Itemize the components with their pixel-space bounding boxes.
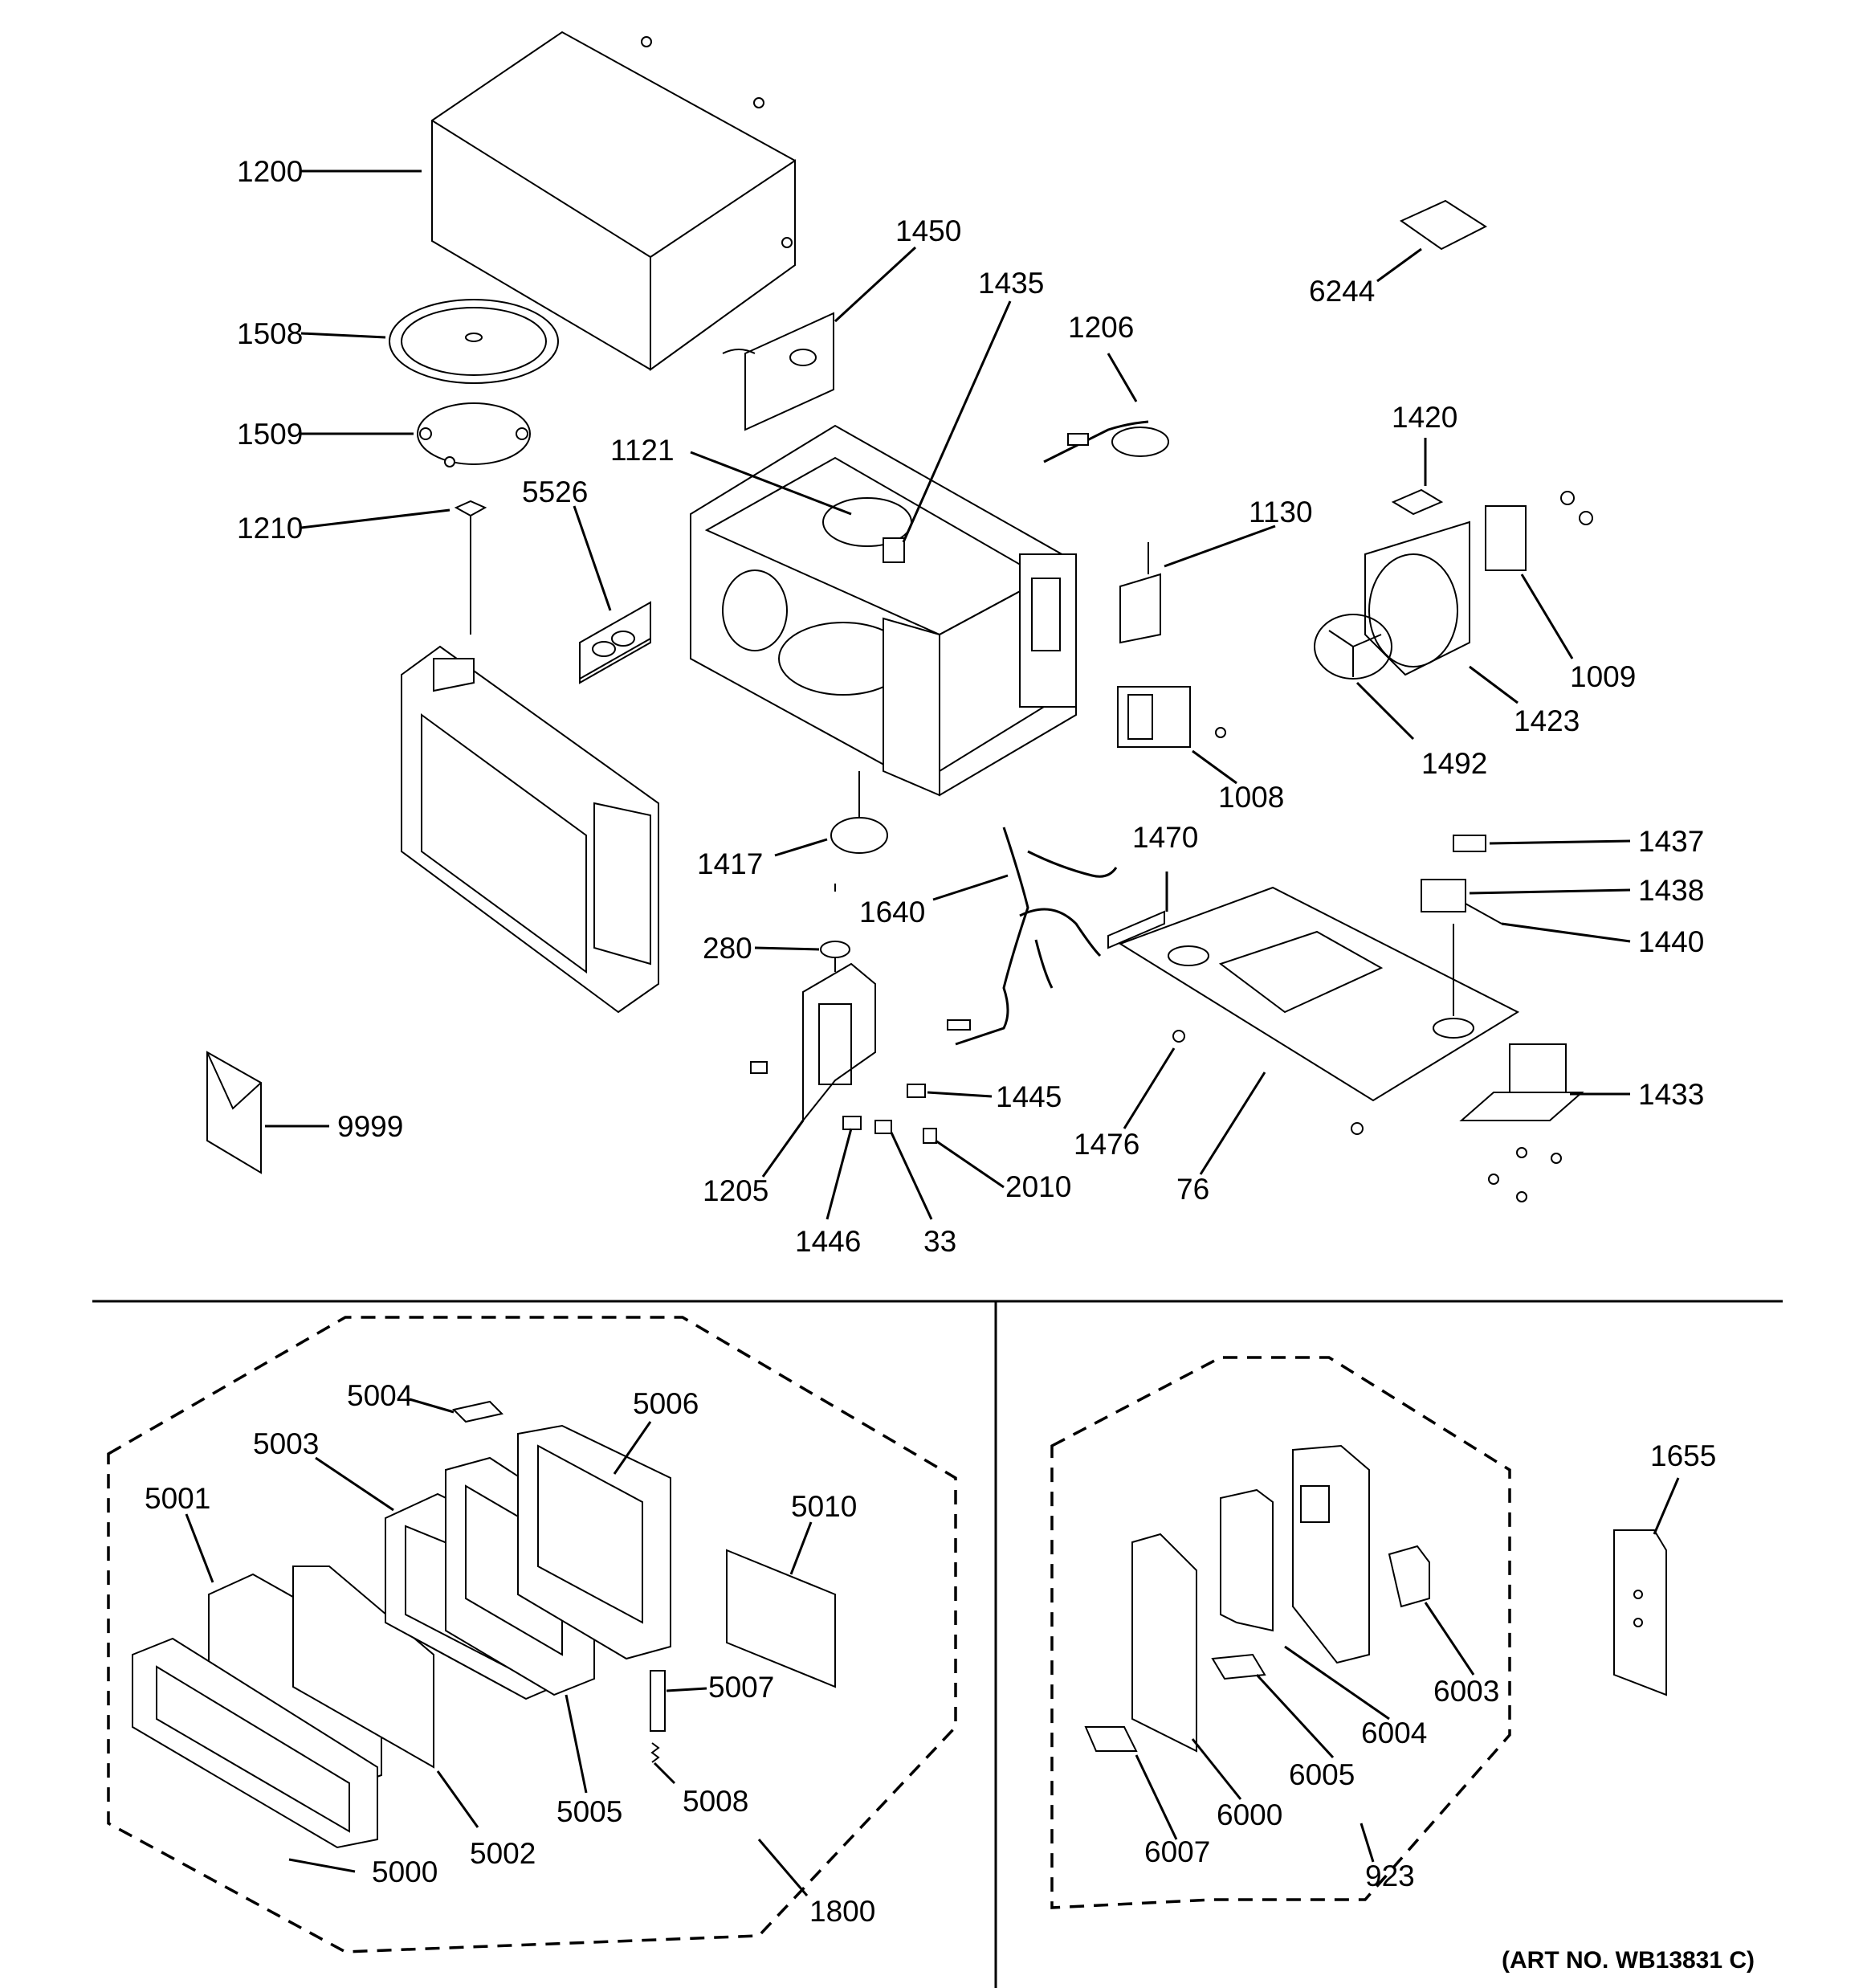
callout-1437: 1437	[1638, 825, 1704, 858]
door-screen-5002	[292, 1565, 434, 1769]
fan-blade	[1314, 614, 1392, 680]
badge-6007	[1084, 1726, 1138, 1752]
callout-5004: 5004	[347, 1379, 413, 1412]
callout-5000: 5000	[372, 1855, 438, 1888]
thermostat	[1391, 488, 1444, 516]
waveguide-cover	[579, 601, 651, 684]
callout-1420: 1420	[1392, 401, 1457, 434]
glass-tray	[389, 299, 559, 384]
latch-5007	[650, 1670, 666, 1732]
art-number: (ART NO. WB13831 C)	[1502, 1947, 1755, 1974]
keypad-6004	[1220, 1488, 1274, 1632]
latch-button	[820, 941, 850, 972]
door-assembly	[401, 645, 659, 1014]
callout-923: 923	[1365, 1859, 1415, 1892]
callout-5010: 5010	[791, 1490, 857, 1523]
lamp-socket	[883, 537, 905, 563]
bracket-6003	[1388, 1545, 1430, 1608]
turntable-motor	[830, 771, 888, 892]
callout-1446: 1446	[795, 1225, 861, 1258]
knob-6005	[1211, 1653, 1266, 1680]
callout-1470: 1470	[1132, 821, 1198, 854]
callout-5005: 5005	[556, 1795, 622, 1828]
callout-1640: 1640	[859, 896, 925, 929]
callout-1438: 1438	[1638, 874, 1704, 907]
callout-2010: 2010	[1005, 1170, 1071, 1203]
control-board-6005	[1292, 1444, 1370, 1664]
callout-1800: 1800	[809, 1895, 875, 1928]
callout-6005: 6005	[1289, 1758, 1355, 1791]
callout-1435: 1435	[978, 267, 1044, 300]
capacitor-group	[1421, 835, 1502, 1016]
callout-1200: 1200	[237, 155, 303, 188]
callout-6003: 6003	[1433, 1675, 1499, 1708]
power-cord	[1043, 420, 1169, 463]
callout-280: 280	[703, 932, 752, 965]
literature-envelope	[206, 1051, 262, 1174]
callout-1450: 1450	[895, 214, 961, 247]
callout-1492: 1492	[1421, 747, 1487, 780]
fan-duct	[1364, 520, 1470, 676]
callout-1009: 1009	[1570, 660, 1636, 693]
callout-5006: 5006	[633, 1387, 699, 1420]
callout-1445: 1445	[996, 1080, 1062, 1113]
callout-5526: 5526	[522, 476, 588, 508]
screws	[1488, 1147, 1562, 1202]
film-5010	[726, 1549, 836, 1688]
callout-labels: 1200 1508 1509 1210 5526 1121 1450 1435 …	[145, 155, 1755, 1974]
callout-5008: 5008	[683, 1785, 748, 1818]
callout-6000: 6000	[1217, 1798, 1282, 1831]
callout-1423: 1423	[1514, 704, 1580, 737]
callout-76: 76	[1176, 1173, 1209, 1206]
transformer	[1459, 1043, 1584, 1121]
callout-1417: 1417	[697, 847, 763, 880]
shield-plate	[722, 312, 834, 431]
coupler	[454, 500, 487, 635]
outer-case	[431, 31, 796, 371]
wire-harness	[947, 827, 1118, 1046]
callout-1121: 1121	[610, 434, 675, 467]
door-outer-5006	[517, 1424, 671, 1660]
callout-1440: 1440	[1638, 925, 1704, 958]
callout-1130: 1130	[1249, 496, 1313, 529]
callout-33: 33	[923, 1225, 956, 1258]
callout-1205: 1205	[703, 1174, 768, 1207]
magnetron	[1117, 686, 1226, 748]
callout-6007: 6007	[1144, 1835, 1210, 1868]
callout-6244: 6244	[1309, 275, 1375, 308]
fan-motor	[1485, 491, 1593, 571]
callout-1008: 1008	[1218, 781, 1284, 814]
leader-lines	[185, 169, 1680, 1896]
door-kit-boundary	[107, 1316, 957, 1953]
switch-bracket	[802, 962, 876, 1123]
base-plate	[1118, 886, 1520, 1135]
spring-5008	[650, 1742, 660, 1763]
label-sticker	[1399, 199, 1488, 251]
callout-9999: 9999	[337, 1110, 403, 1143]
callout-1476: 1476	[1074, 1128, 1139, 1161]
panel-frame-6000	[1131, 1533, 1197, 1753]
callout-5001: 5001	[145, 1482, 210, 1515]
callout-1509: 1509	[237, 418, 303, 451]
bracket-1470	[1107, 910, 1165, 949]
door-switches	[750, 1061, 937, 1144]
callout-1433: 1433	[1638, 1078, 1704, 1111]
callout-1206: 1206	[1068, 311, 1134, 344]
hv-diode	[1119, 542, 1161, 644]
callout-5003: 5003	[253, 1427, 319, 1460]
roller-ring	[417, 402, 531, 467]
callout-5007: 5007	[708, 1671, 774, 1704]
control-kit-boundary	[1050, 1356, 1511, 1909]
callout-5002: 5002	[470, 1837, 536, 1870]
callout-1655: 1655	[1650, 1439, 1716, 1472]
control-module-1655	[1613, 1529, 1667, 1696]
callout-1508: 1508	[237, 317, 303, 350]
hinge-5004	[452, 1400, 503, 1423]
oven-cavity	[690, 424, 1077, 797]
callout-6004: 6004	[1361, 1717, 1427, 1749]
door-frame-5000	[132, 1637, 378, 1849]
callout-1210: 1210	[237, 512, 303, 545]
